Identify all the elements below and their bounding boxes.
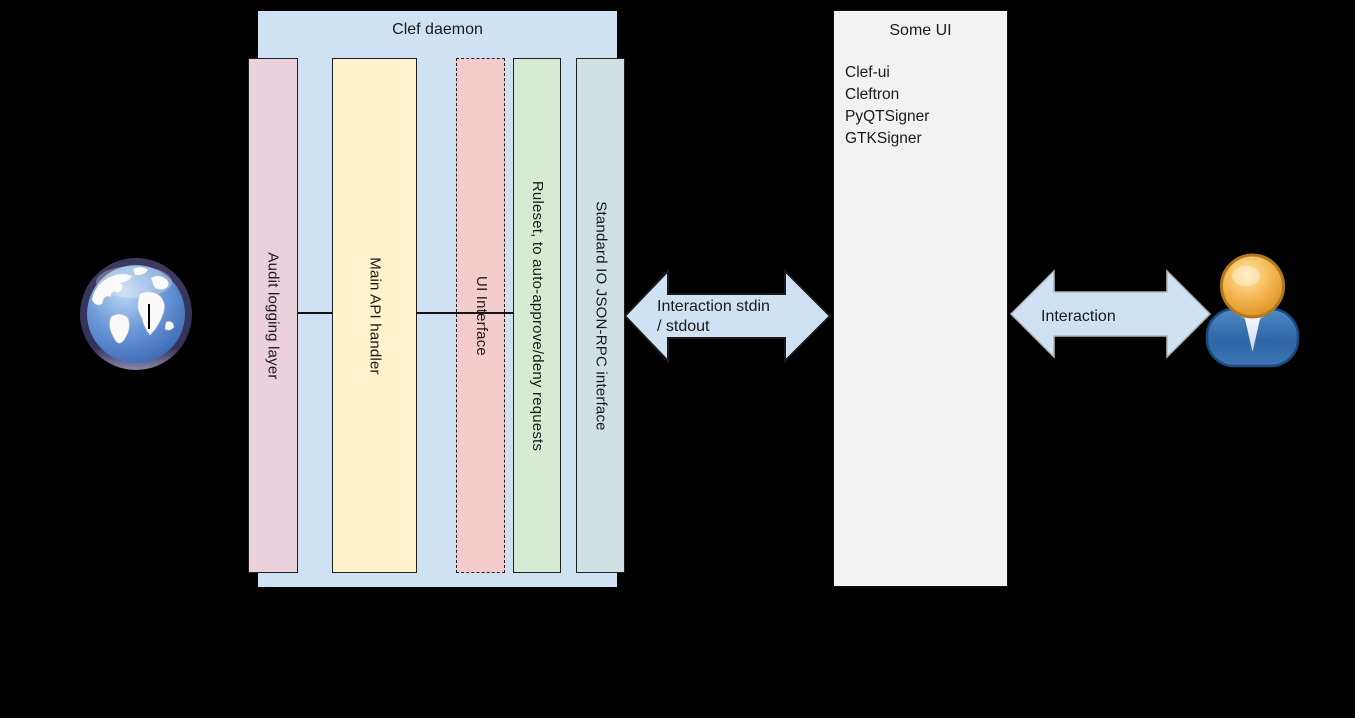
stdio-jsonrpc-interface-bar: Standard IO JSON-RPC interface <box>576 58 625 573</box>
some-ui-box <box>833 10 1008 587</box>
stdio-arrow-label-line1: Interaction stdin <box>657 298 770 315</box>
connector-api-to-ruleset <box>416 312 514 314</box>
list-item: GTKSigner <box>845 130 922 147</box>
ruleset-bar: Ruleset, to auto-approve/deny requests <box>513 58 561 573</box>
list-item: PyQTSigner <box>845 108 930 125</box>
user-interaction-arrow-label: Interaction <box>1041 308 1116 325</box>
stdio-jsonrpc-interface-label: Standard IO JSON-RPC interface <box>592 200 610 431</box>
stdio-interaction-arrow-label: Interaction stdin / stdout <box>657 297 770 337</box>
clef-daemon-box <box>257 10 618 588</box>
list-item: Cleftron <box>845 86 900 103</box>
clef-daemon-title: Clef daemon <box>392 21 483 38</box>
globe-connector-tick <box>148 304 150 329</box>
ruleset-label: Ruleset, to auto-approve/deny requests <box>529 180 547 451</box>
stdio-arrow-label-line2: / stdout <box>657 318 710 335</box>
ui-interface-bar: UI Interface <box>456 58 505 573</box>
some-ui-title: Some UI <box>889 22 952 39</box>
audit-logging-layer-bar: Audit logging layer <box>248 58 298 573</box>
user-interaction-arrow <box>1009 269 1212 359</box>
globe-icon <box>80 258 192 370</box>
main-api-handler-label: Main API handler <box>366 256 384 375</box>
some-ui-client-list: Clef-ui Cleftron PyQTSigner GTKSigner <box>845 62 929 150</box>
list-item: Clef-ui <box>845 64 890 81</box>
user-icon <box>1205 253 1300 368</box>
connector-audit-to-api <box>297 312 333 314</box>
ui-interface-label: UI Interface <box>472 275 490 356</box>
main-api-handler-bar: Main API handler <box>332 58 417 573</box>
audit-logging-layer-label: Audit logging layer <box>265 251 282 380</box>
stdio-interaction-arrow <box>623 268 832 364</box>
